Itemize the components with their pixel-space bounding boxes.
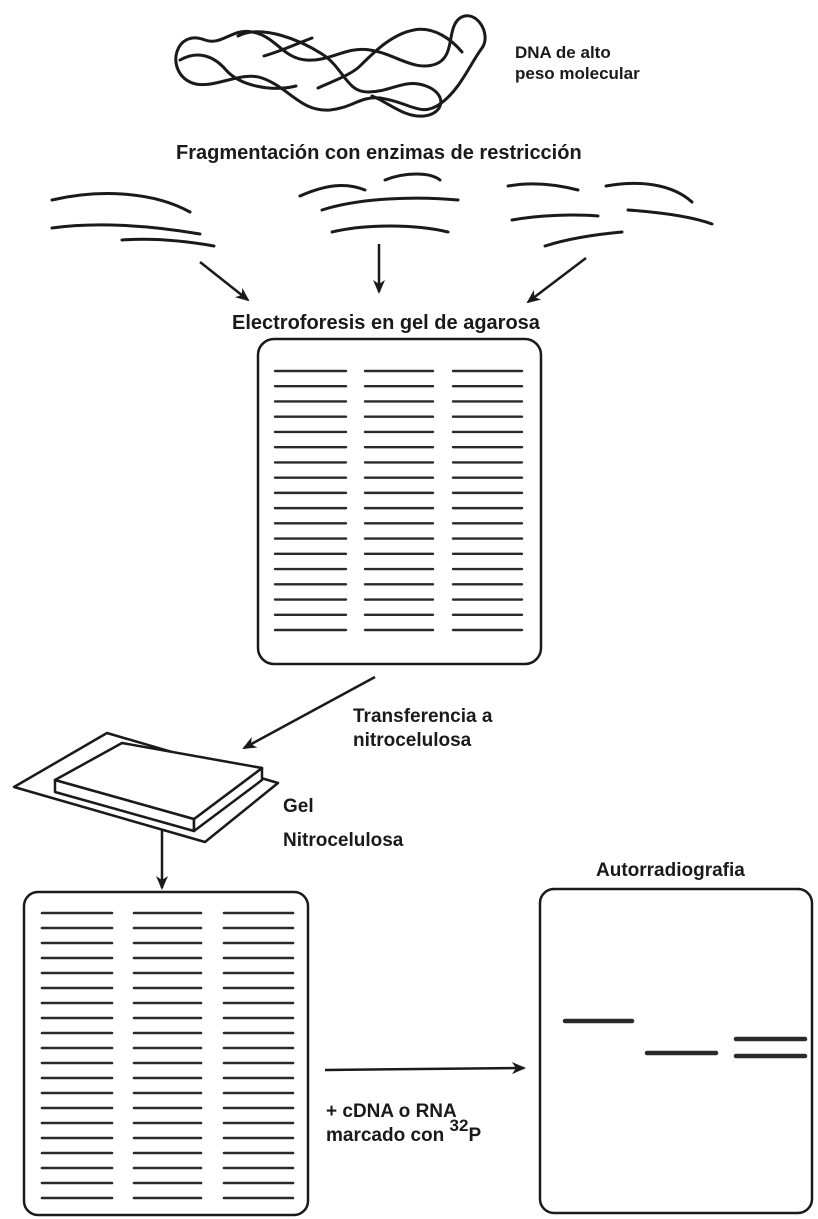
dna-label-line1: DNA de alto	[515, 43, 611, 62]
gel-nitrocellulose-sandwich	[12, 731, 280, 844]
probe-arrow	[324, 1062, 526, 1075]
dna-tangle	[174, 14, 487, 118]
fragmentation-label: Fragmentación con enzimas de restricción	[176, 142, 582, 164]
transfer-label: Transferencia a nitrocelulosa	[353, 705, 492, 753]
dna-label-line2: peso molecular	[515, 64, 640, 84]
nitrocellulose-blot-bands	[40, 911, 295, 1200]
probe-isotope-letter: P	[468, 1124, 482, 1146]
autoradiograph-frame	[538, 887, 814, 1215]
probe-label-line1: + cDNA o RNA	[326, 1101, 457, 1122]
gel-slab-top	[53, 741, 264, 821]
probe-label-text: marcado con	[326, 1124, 450, 1146]
probe-isotope-superscript: 32	[449, 1115, 469, 1135]
fragment-arrows	[199, 244, 587, 304]
dna-fragments	[50, 172, 714, 248]
nitrocellulose-label: Nitrocelulosa	[283, 830, 404, 851]
agarose-gel-frame	[256, 337, 543, 666]
nitrocellulose-blot	[22, 890, 310, 1217]
autoradiograph-bands	[562, 1018, 808, 1059]
transfer-arrow	[242, 675, 376, 750]
agarose-gel-bands	[273, 369, 524, 632]
probe-label-line2: marcado con 32P	[326, 1116, 482, 1148]
transfer-label-line1: Transferencia a	[353, 706, 493, 727]
gel-label: Gel	[283, 796, 314, 817]
dna-label: DNA de alto peso molecular	[515, 42, 640, 85]
transfer-label-line2: nitrocelulosa	[353, 729, 472, 751]
autoradiography-label: Autorradiografia	[596, 860, 745, 881]
probe-label: + cDNA o RNA marcado con 32P	[326, 1100, 481, 1148]
agarose-gel	[256, 337, 543, 666]
nitrocellulose-blot-frame	[22, 890, 310, 1217]
electrophoresis-label: Electroforesis en gel de agarosa	[232, 312, 540, 334]
autoradiograph	[538, 887, 814, 1215]
